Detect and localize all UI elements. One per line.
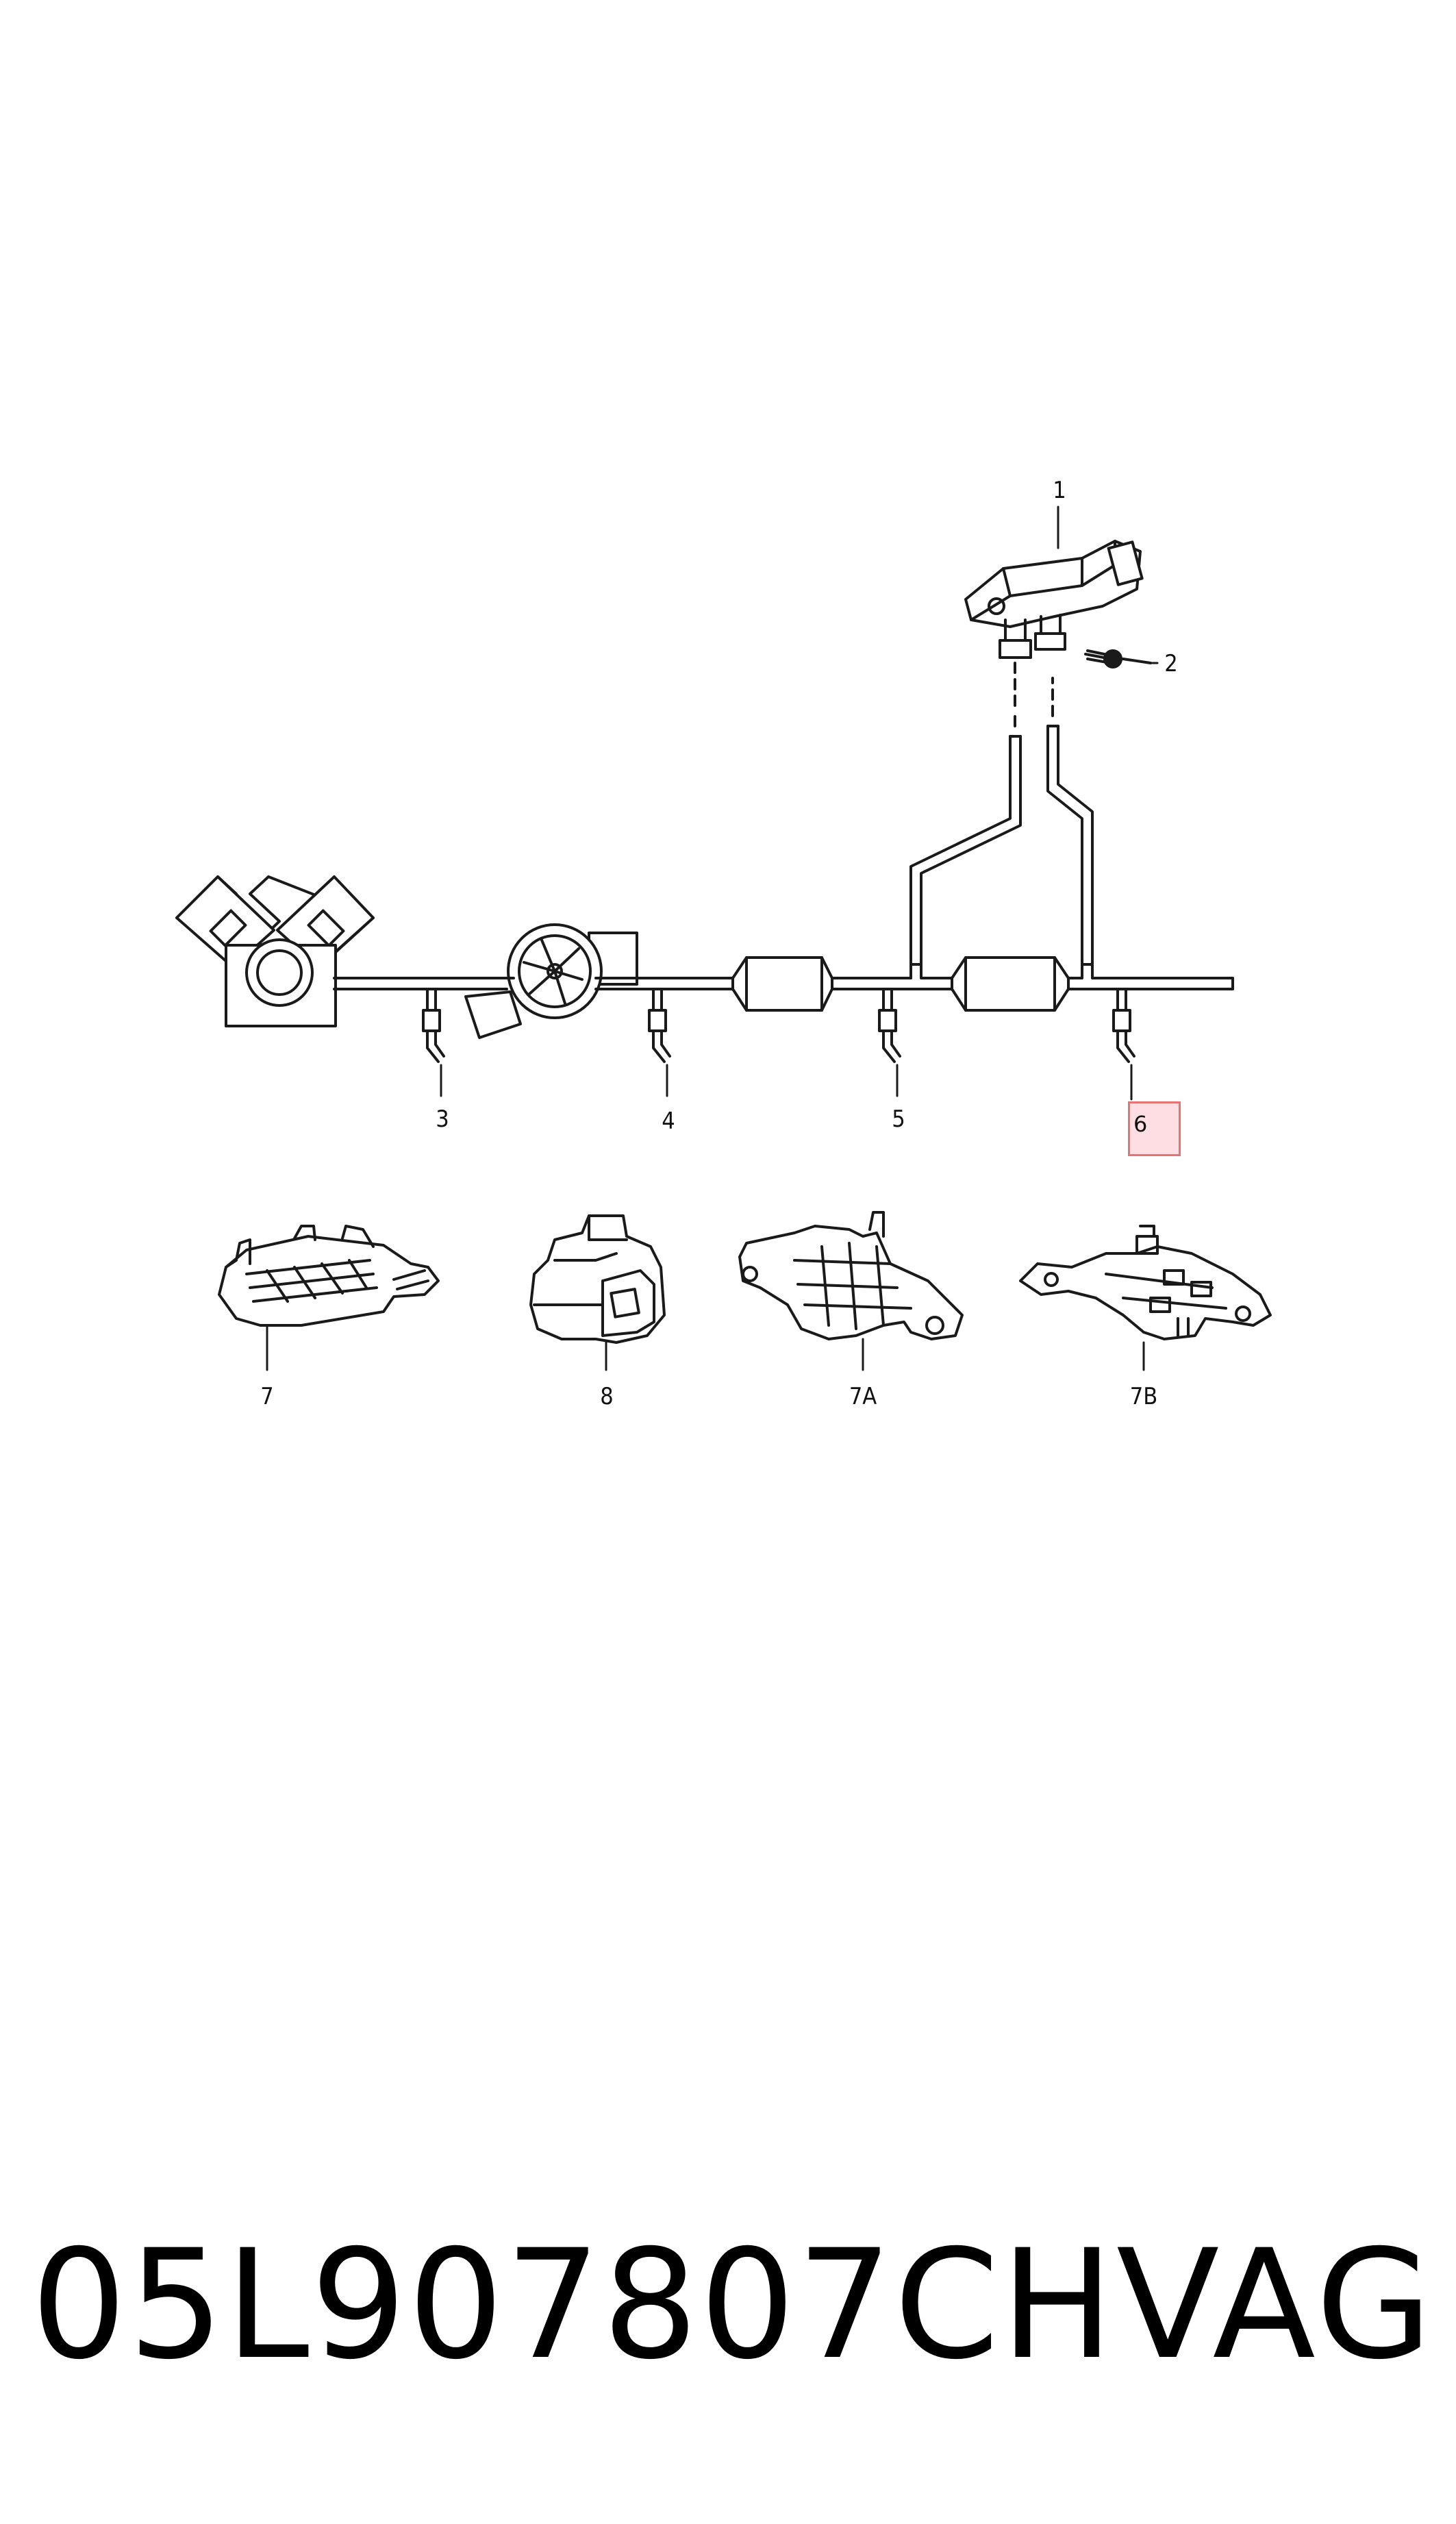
brand-label: VAG xyxy=(1116,2217,1435,2392)
callout-5: 5 xyxy=(892,1105,905,1133)
bracket-7a-icon xyxy=(738,1211,964,1340)
callout-3: 3 xyxy=(436,1105,449,1133)
callout-7a: 7A xyxy=(849,1383,877,1410)
callout-7: 7 xyxy=(260,1383,273,1410)
callout-1: 1 xyxy=(1053,477,1066,504)
callout-labels: 1 2 3 4 5 7 8 7A 7B xyxy=(260,477,1177,1410)
temp-sensor-6 xyxy=(1112,988,1135,1063)
screw-icon xyxy=(1084,649,1152,669)
bracket-7b-icon xyxy=(1019,1225,1272,1340)
temp-sensor-5 xyxy=(878,988,901,1063)
exhaust-pipe xyxy=(333,963,1234,990)
highlight-box-6 xyxy=(1128,1101,1181,1156)
particulate-filter xyxy=(951,956,1070,1012)
callout-leaders xyxy=(266,505,1159,1371)
catalytic-converter-1 xyxy=(731,956,833,1012)
callout-2: 2 xyxy=(1164,650,1177,677)
connector-housing-7-icon xyxy=(218,1225,440,1327)
temp-sensor-4 xyxy=(648,988,671,1063)
callout-8: 8 xyxy=(600,1383,613,1410)
temp-sensor-3 xyxy=(422,988,445,1063)
plug-connector-8-icon xyxy=(529,1214,666,1344)
turbocharger-icon xyxy=(464,923,638,1039)
callout-6: 6 xyxy=(1133,1111,1148,1137)
part-number: 05L907807CH xyxy=(31,2217,1116,2392)
callout-7b: 7B xyxy=(1130,1383,1157,1410)
temperature-sensor-icons xyxy=(422,988,1135,1063)
engine-block-icon xyxy=(175,875,375,1027)
callout-4: 4 xyxy=(662,1108,675,1135)
pressure-sensor-icon xyxy=(964,540,1144,659)
pressure-hoses xyxy=(909,656,1094,967)
